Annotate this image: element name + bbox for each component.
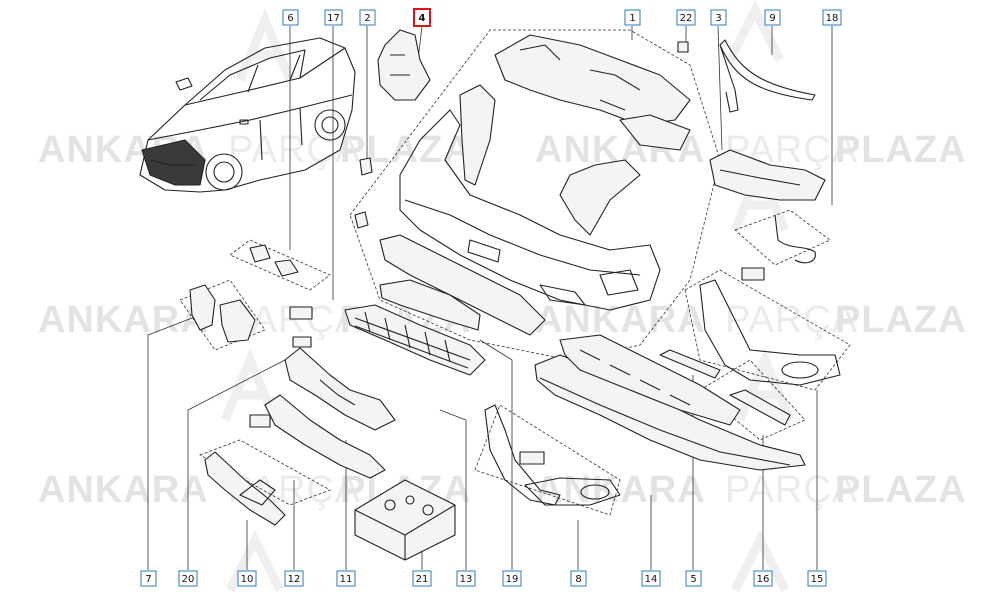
callout-19-label: 19 [506, 574, 519, 585]
callout-19[interactable]: 19 [502, 570, 522, 587]
watermark-plaza: PLAZA [835, 299, 967, 341]
callout-15[interactable]: 15 [807, 570, 827, 587]
watermark-ankara: ANKARA [535, 469, 706, 511]
watermark-plaza: PLAZA [835, 469, 967, 511]
callout-5-label: 5 [690, 574, 696, 585]
callout-15-label: 15 [811, 574, 824, 585]
callout-11-label: 11 [340, 574, 353, 585]
group-outlines [179, 29, 851, 516]
callout-6-label: 6 [287, 13, 293, 24]
callout-12[interactable]: 12 [284, 570, 304, 587]
callout-12-label: 12 [288, 574, 301, 585]
callout-5[interactable]: 5 [685, 570, 702, 587]
callout-20[interactable]: 20 [178, 570, 198, 587]
callout-9-label: 9 [769, 13, 775, 24]
callout-21[interactable]: 21 [412, 570, 432, 587]
callout-10-label: 10 [241, 574, 254, 585]
part-upper-crossmember [494, 34, 691, 126]
callout-11[interactable]: 11 [336, 570, 356, 587]
watermark-parca: PARÇA [725, 469, 858, 511]
callout-17-label: 17 [327, 13, 340, 24]
callout-layer: 6 17 2 4 1 22 3 9 [140, 8, 842, 587]
callout-7[interactable]: 7 [140, 570, 157, 587]
callout-16-label: 16 [757, 574, 770, 585]
callout-18[interactable]: 18 [822, 9, 842, 26]
callout-14-label: 14 [645, 574, 658, 585]
callout-13[interactable]: 13 [456, 570, 476, 587]
watermark-parca: PARÇA [228, 129, 361, 171]
watermark-plaza: PLAZA [835, 129, 967, 171]
callout-17[interactable]: 17 [324, 9, 343, 26]
watermark-ankara: ANKARA [38, 469, 209, 511]
callout-18-label: 18 [826, 13, 839, 24]
callout-14[interactable]: 14 [641, 570, 661, 587]
callout-1[interactable]: 1 [624, 9, 641, 26]
watermark-ankara: ANKARA [535, 299, 706, 341]
callout-16[interactable]: 16 [753, 570, 773, 587]
watermark-ankara: ANKARA [38, 299, 209, 341]
car-illustration [139, 37, 356, 193]
callout-4-label: 4 [419, 13, 426, 24]
callout-6[interactable]: 6 [282, 9, 299, 26]
callout-7-label: 7 [145, 574, 151, 585]
callout-9[interactable]: 9 [764, 9, 781, 26]
callout-4-highlighted[interactable]: 4 [413, 8, 431, 27]
callout-21-label: 21 [416, 574, 429, 585]
callout-8[interactable]: 8 [570, 570, 587, 587]
part-bumper-cover [399, 109, 661, 311]
callout-10[interactable]: 10 [237, 570, 257, 587]
callout-13-label: 13 [460, 574, 473, 585]
callout-20-label: 20 [182, 574, 195, 585]
part-fastener-kit-box [354, 479, 456, 561]
watermark-parca: PARÇA [725, 299, 858, 341]
part-left-bracket [377, 29, 431, 101]
callout-2[interactable]: 2 [359, 9, 376, 26]
callout-3-label: 3 [715, 13, 721, 24]
callout-8-label: 8 [575, 574, 581, 585]
callout-2-label: 2 [364, 13, 370, 24]
callout-22[interactable]: 22 [676, 9, 696, 26]
callout-22-label: 22 [680, 13, 693, 24]
parts [189, 29, 841, 561]
callout-3[interactable]: 3 [710, 9, 727, 26]
callout-1-label: 1 [629, 13, 635, 24]
